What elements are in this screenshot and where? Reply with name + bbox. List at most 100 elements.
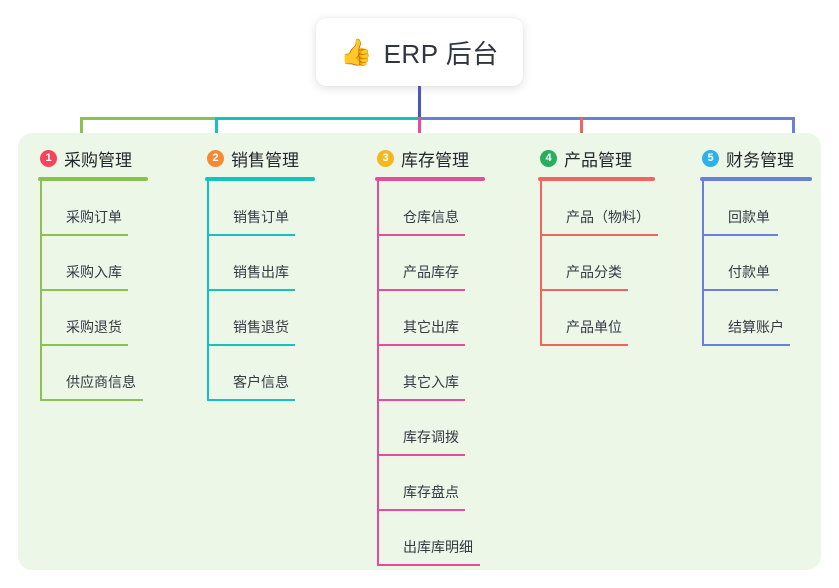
branch-badge-3: 3: [377, 149, 394, 167]
leaf-underline: [377, 509, 465, 511]
branch-leaves-4: 产品（物料） 产品分类产品单位: [540, 181, 686, 346]
leaf-label: 产品（物料）: [566, 209, 650, 225]
leaf-item[interactable]: 其它出库: [377, 291, 523, 346]
leaf-item[interactable]: 产品分类: [540, 236, 686, 291]
leaf-underline: [702, 344, 790, 346]
leaf-label: 采购订单: [66, 209, 122, 225]
leaf-label: 结算账户: [728, 319, 784, 335]
branch-trunk-4: [540, 181, 542, 346]
leaf-item[interactable]: 采购退货: [40, 291, 186, 346]
branch-header-1[interactable]: 1 采购管理: [38, 145, 186, 171]
leaf-underline: [377, 399, 465, 401]
branch-trunk-3: [377, 181, 379, 566]
branch-underline-1: [38, 177, 148, 181]
leaf-underline: [40, 344, 128, 346]
branch-underline-3: [375, 177, 485, 181]
branch-leaves-2: 销售订单销售出库销售退货客户信息: [207, 181, 353, 401]
leaf-underline: [377, 564, 480, 566]
leaf-label: 产品库存: [403, 264, 459, 280]
leaf-label: 供应商信息: [66, 374, 136, 390]
leaf-underline: [377, 344, 465, 346]
leaf-label: 销售退货: [233, 319, 289, 335]
leaf-underline: [207, 234, 295, 236]
branch-leaves-5: 回款单付款单结算账户: [702, 181, 839, 346]
drop-product: [580, 117, 583, 148]
leaf-label: 销售订单: [233, 209, 289, 225]
leaf-item[interactable]: 产品单位: [540, 291, 686, 346]
bus-segment-teal: [215, 117, 420, 120]
branch-5: 5 财务管理回款单付款单结算账户: [700, 145, 839, 346]
branch-trunk-5: [702, 181, 704, 346]
branch-trunk-2: [207, 181, 209, 401]
branch-label-5: 财务管理: [726, 150, 794, 170]
leaf-label: 采购入库: [66, 264, 122, 280]
branch-badge-2: 2: [207, 149, 224, 167]
leaf-underline: [40, 234, 128, 236]
leaf-underline: [207, 344, 295, 346]
drop-sales: [215, 117, 218, 148]
branch-badge-1: 1: [40, 149, 57, 167]
leaf-underline: [702, 289, 778, 291]
leaf-label: 产品分类: [566, 264, 622, 280]
leaf-underline: [377, 289, 465, 291]
branch-underline-2: [205, 177, 315, 181]
leaf-label: 出库库明细: [403, 539, 473, 555]
leaf-item[interactable]: 出库库明细: [377, 511, 523, 566]
branch-underline-5: [700, 177, 812, 181]
leaf-item[interactable]: 付款单: [702, 236, 839, 291]
branch-trunk-1: [40, 181, 42, 401]
branch-underline-4: [538, 177, 655, 181]
leaf-item[interactable]: 产品（物料）: [540, 181, 686, 236]
leaf-underline: [377, 454, 465, 456]
leaf-item[interactable]: 销售退货: [207, 291, 353, 346]
drop-purchase: [80, 117, 83, 148]
leaf-label: 库存盘点: [403, 484, 459, 500]
leaf-label: 其它出库: [403, 319, 459, 335]
leaf-underline: [540, 289, 628, 291]
leaf-underline: [207, 399, 295, 401]
leaf-item[interactable]: 采购订单: [40, 181, 186, 236]
root-title: ERP 后台: [383, 38, 499, 69]
leaf-item[interactable]: 产品库存: [377, 236, 523, 291]
leaf-underline: [377, 234, 465, 236]
branch-leaves-3: 仓库信息产品库存其它出库其它入库库存调拨库存盘点出库库明细: [377, 181, 523, 566]
leaf-underline: [40, 399, 143, 401]
branch-header-5[interactable]: 5 财务管理: [700, 145, 839, 171]
root-node[interactable]: 👍 ERP 后台: [316, 18, 523, 86]
leaf-label: 付款单: [728, 264, 770, 280]
branch-label-1: 采购管理: [64, 150, 132, 170]
leaf-item[interactable]: 结算账户: [702, 291, 839, 346]
leaf-item[interactable]: 销售出库: [207, 236, 353, 291]
leaf-label: 客户信息: [233, 374, 289, 390]
branch-1: 1 采购管理采购订单采购入库采购退货供应商信息: [38, 145, 186, 401]
leaf-item[interactable]: 采购入库: [40, 236, 186, 291]
leaf-item[interactable]: 库存调拨: [377, 401, 523, 456]
leaf-underline: [540, 234, 658, 236]
leaf-item[interactable]: 销售订单: [207, 181, 353, 236]
leaf-underline: [702, 234, 778, 236]
branch-leaves-1: 采购订单采购入库采购退货供应商信息: [40, 181, 186, 401]
leaf-item[interactable]: 库存盘点: [377, 456, 523, 511]
branch-badge-4: 4: [540, 149, 557, 167]
branches-panel: [18, 133, 821, 570]
leaf-item[interactable]: 回款单: [702, 181, 839, 236]
leaf-item[interactable]: 客户信息: [207, 346, 353, 401]
drop-inventory: [418, 117, 421, 148]
leaf-item[interactable]: 仓库信息: [377, 181, 523, 236]
branch-badge-5: 5: [702, 149, 719, 167]
leaf-item[interactable]: 供应商信息: [40, 346, 186, 401]
leaf-underline: [207, 289, 295, 291]
leaf-item[interactable]: 其它入库: [377, 346, 523, 401]
leaf-underline: [540, 344, 628, 346]
thumbs-up-icon: 👍: [340, 37, 373, 67]
leaf-label: 采购退货: [66, 319, 122, 335]
leaf-label: 仓库信息: [403, 209, 459, 225]
leaf-label: 其它入库: [403, 374, 459, 390]
leaf-label: 销售出库: [233, 264, 289, 280]
